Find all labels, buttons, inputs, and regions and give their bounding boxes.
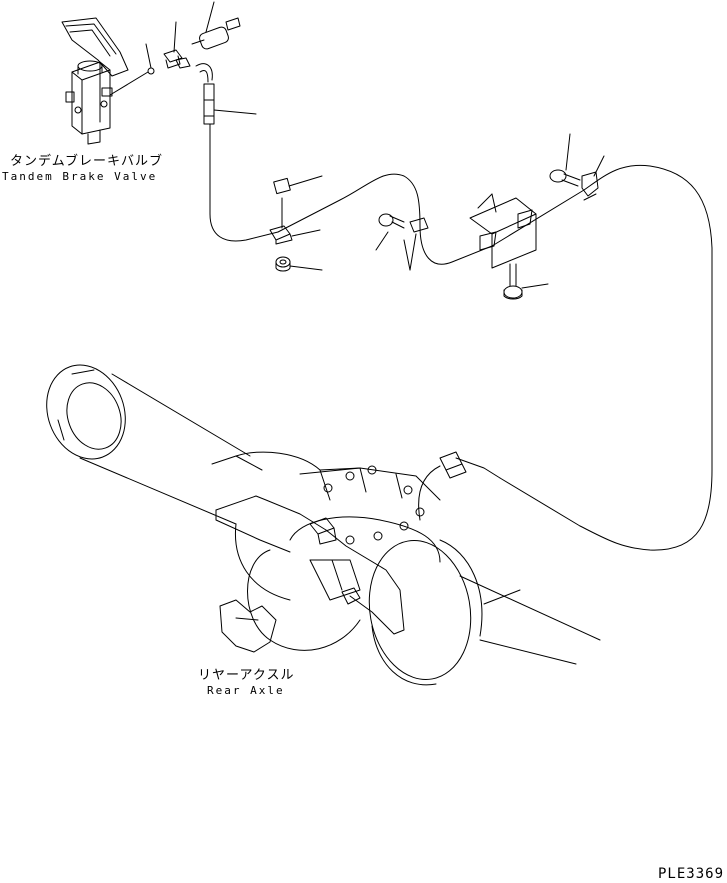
tube-clamp-left xyxy=(270,176,322,271)
rear-axle-label-jp: リヤーアクスル xyxy=(198,668,295,683)
tandem-brake-valve xyxy=(62,18,148,144)
brake-valve-label-en: Tandem Brake Valve xyxy=(2,170,158,183)
tube-clamp-middle xyxy=(376,214,428,270)
tube-clamp-right xyxy=(550,134,604,200)
drawing-code: PLE3369 xyxy=(658,866,725,882)
brake-valve-label-jp: タンデムブレーキバルブ xyxy=(10,154,163,169)
tube-cover-bracket xyxy=(470,194,548,299)
rear-axle-label-en: Rear Axle xyxy=(207,684,285,697)
brake-tube-upper xyxy=(196,64,712,550)
pressure-switch xyxy=(146,2,240,74)
rear-axle xyxy=(34,354,600,688)
